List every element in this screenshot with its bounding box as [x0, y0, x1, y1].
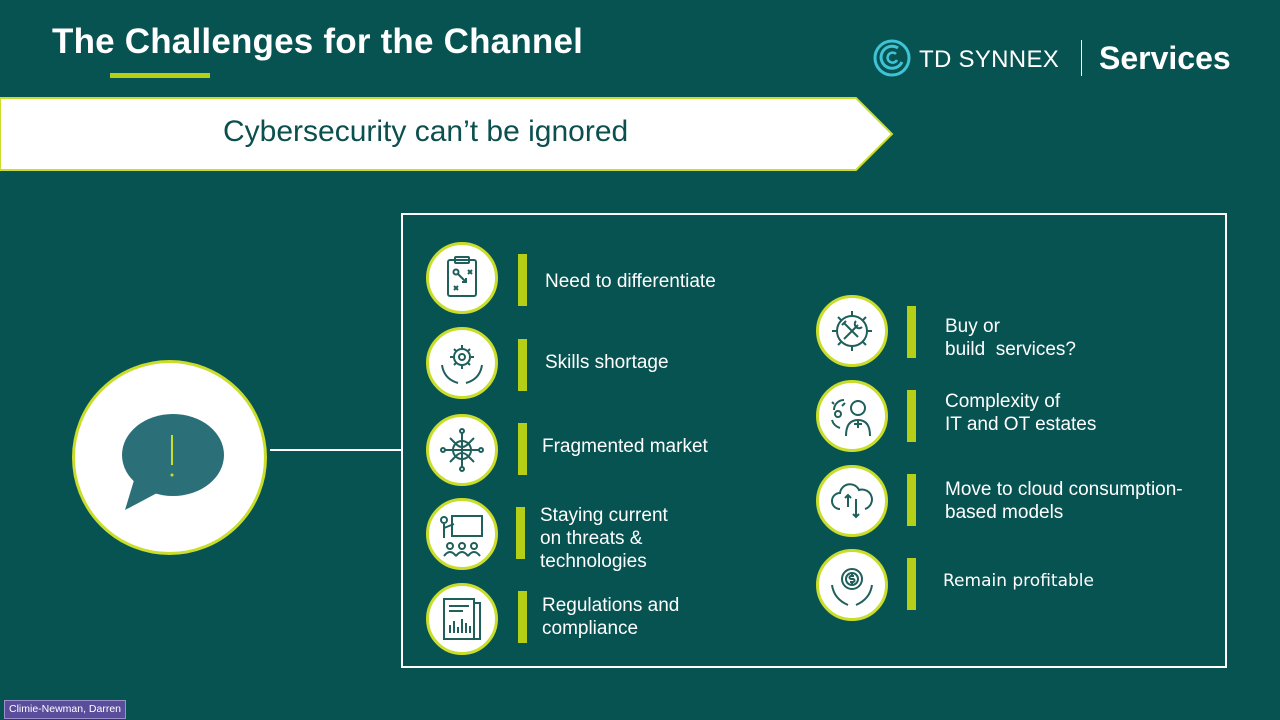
accent-bar	[518, 339, 527, 391]
accent-bar	[907, 558, 916, 610]
connector-line	[270, 449, 401, 451]
money-hands-icon	[816, 549, 888, 621]
td-synnex-logo: TD SYNNEX Services	[872, 38, 1262, 80]
challenge-label: Fragmented market	[542, 436, 708, 457]
accent-bar	[907, 306, 916, 358]
strategy-clipboard-icon	[426, 242, 498, 314]
brand-name: TD SYNNEX	[919, 46, 1060, 73]
presentation-audience-icon	[426, 498, 498, 570]
person-complexity-icon	[816, 380, 888, 452]
speech-bubble-exclamation-icon	[122, 414, 224, 510]
participant-name-tag: Climie-Newman, Darren	[4, 700, 127, 719]
challenge-label: Regulations and compliance	[542, 595, 680, 639]
accent-bar	[518, 423, 527, 475]
accent-bar	[907, 474, 916, 526]
challenge-label: Buy or build services?	[945, 316, 1076, 360]
accent-bar	[518, 254, 527, 306]
challenges-panel	[401, 213, 1227, 668]
challenge-label: Need to differentiate	[545, 271, 716, 292]
accent-bar	[907, 390, 916, 442]
tools-gear-icon	[816, 295, 888, 367]
title-underline	[110, 73, 210, 78]
logo-divider	[1081, 40, 1082, 76]
challenge-label: Remain profitable	[943, 571, 1094, 591]
cloud-arrows-icon	[816, 465, 888, 537]
document-chart-icon	[426, 583, 498, 655]
gear-hands-icon	[426, 327, 498, 399]
slide-title: The Challenges for the Channel	[52, 22, 584, 61]
division-name: Services	[1099, 40, 1231, 76]
accent-bar	[516, 507, 525, 559]
challenge-label: Skills shortage	[545, 352, 669, 373]
center-circle	[72, 360, 267, 555]
challenge-label: Complexity of IT and OT estates	[945, 391, 1097, 435]
banner-arrow	[0, 97, 894, 171]
challenge-label: Move to cloud consumption- based models	[945, 479, 1183, 523]
td-synnex-swirl-icon	[873, 39, 911, 77]
banner-text: Cybersecurity can’t be ignored	[223, 115, 629, 148]
accent-bar	[518, 591, 527, 643]
challenge-label: Staying current on threats & technologie…	[540, 505, 668, 572]
globe-network-icon	[426, 414, 498, 486]
